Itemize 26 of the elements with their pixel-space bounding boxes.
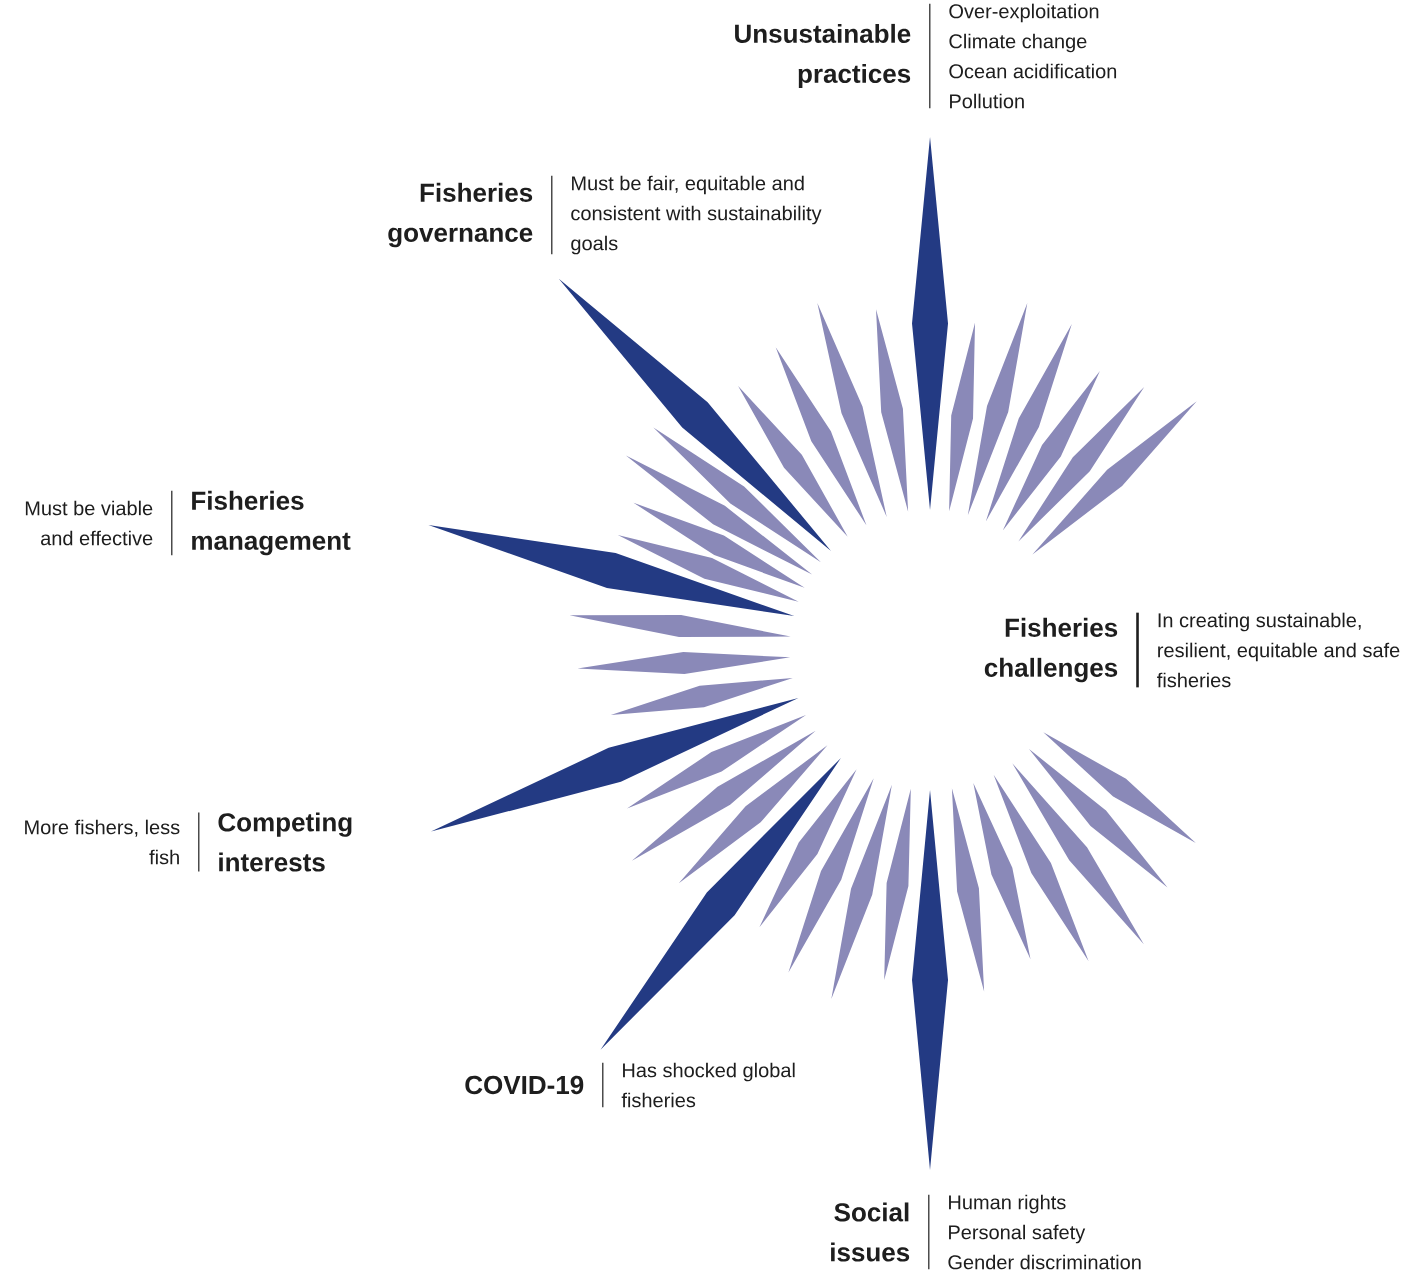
list-item: Ocean acidification: [949, 63, 1117, 79]
heading: Social issues: [831, 1202, 910, 1262]
label-block: [831, 1194, 1141, 1270]
description: In creating sustainable, resilient, equitable and safe fisheries: [1157, 612, 1400, 688]
label-block: [388, 175, 822, 255]
list-item: Climate change: [949, 33, 1087, 53]
heading: Fisheries management: [192, 490, 351, 556]
description: Has shocked global fisheries: [621, 1062, 795, 1108]
label-block: [25, 811, 352, 873]
description: Must be fair, equitable and consistent with sustainability goals: [571, 175, 822, 255]
list-item: Over-exploitation: [949, 3, 1099, 23]
heading: Unsustainable practices: [735, 23, 911, 89]
heading: Fisheries governance: [388, 182, 533, 248]
description: Must be viable and effective: [25, 500, 153, 546]
heading: Fisheries challenges: [984, 617, 1118, 683]
heading: COVID-19: [465, 1075, 584, 1095]
label-block: [735, 3, 1117, 109]
list-item: Gender discrimination: [948, 1254, 1141, 1270]
list-item: Personal safety: [949, 1224, 1086, 1244]
label-block: [25, 490, 351, 556]
list-item: Pollution: [950, 93, 1024, 109]
heading: Competing interests: [218, 812, 352, 872]
list-item: Human rights: [949, 1194, 1066, 1214]
label-block: [465, 1062, 795, 1108]
label-block: [984, 612, 1400, 688]
description: More fishers, less fish: [25, 819, 180, 865]
